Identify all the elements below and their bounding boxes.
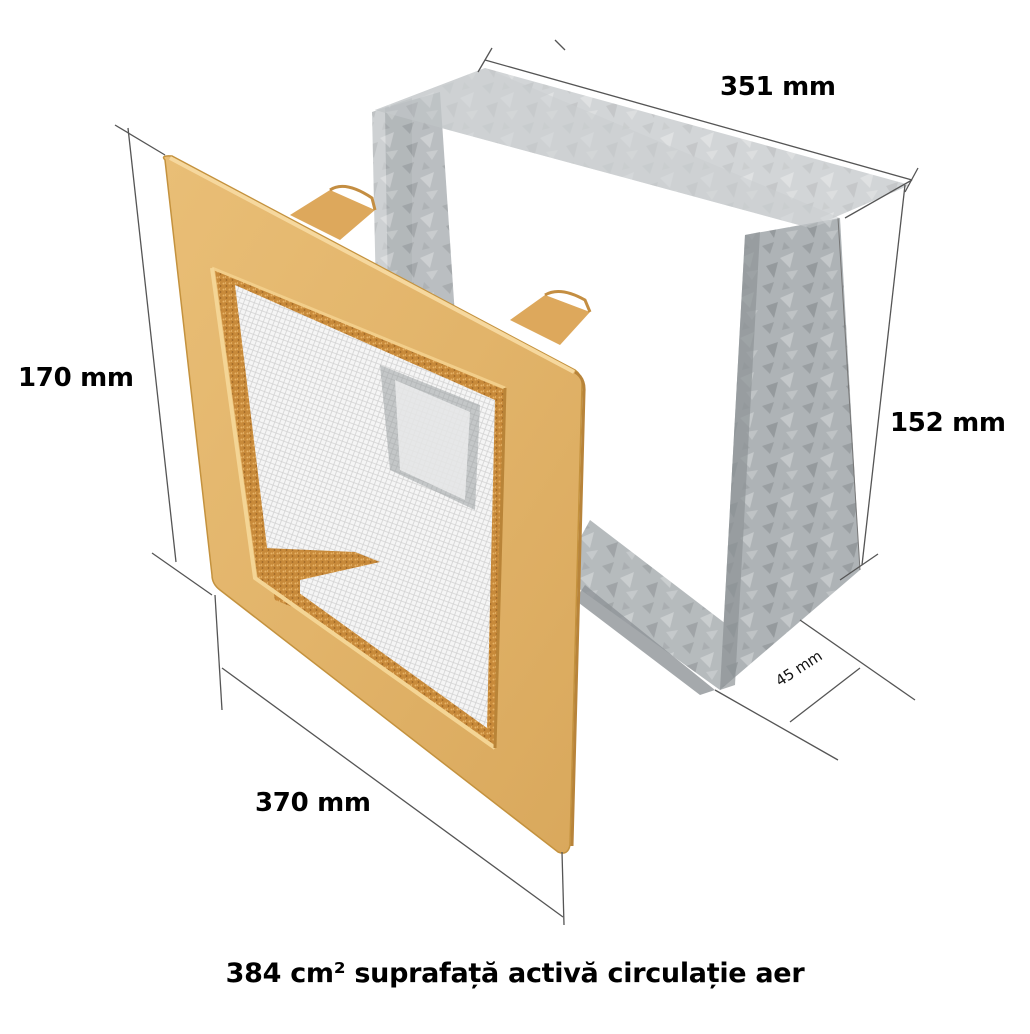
dimension-label-frame-width: 370 mm [255, 788, 371, 818]
galvanized-sleeve [372, 68, 910, 695]
dim-line-170 [127, 127, 177, 563]
airflow-area-caption: 384 cm² suprafață activă circulație aer [225, 958, 805, 989]
dim-line-45 [789, 667, 861, 723]
dim-line-351 [484, 59, 913, 181]
dimension-lines [114, 39, 919, 926]
dim-line-370 [221, 667, 564, 918]
dimension-label-sleeve-height: 152 mm [890, 408, 1006, 438]
gold-grille-frame [162, 155, 586, 854]
dimension-label-sleeve-width: 351 mm [720, 72, 836, 102]
mounting-clips [290, 184, 592, 345]
dim-line-152 [861, 184, 906, 566]
dimension-label-frame-height: 170 mm [18, 363, 134, 393]
